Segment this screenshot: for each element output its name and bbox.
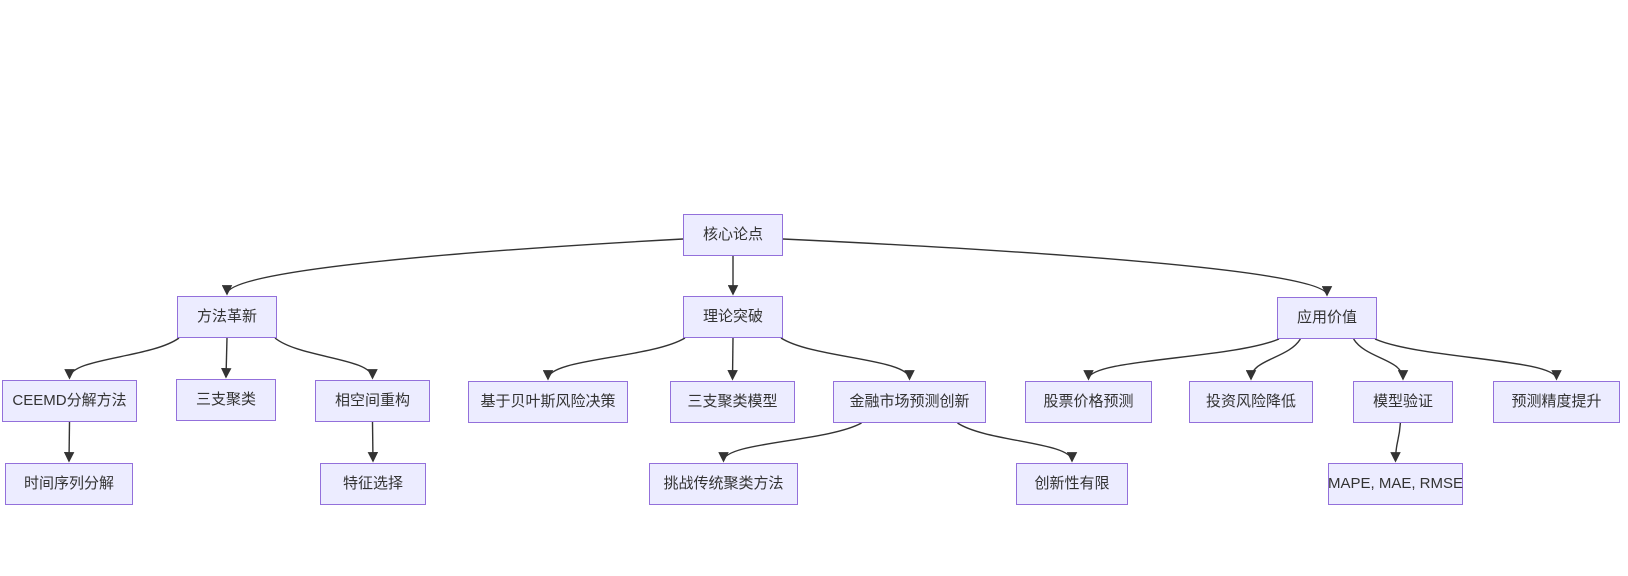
node-method-innovation: 方法革新 <box>177 296 277 338</box>
node-stock-price-prediction: 股票价格预测 <box>1025 381 1152 423</box>
edge-finance-limited <box>957 422 1078 463</box>
node-core-thesis: 核心论点 <box>683 214 783 256</box>
edge-validation-metrics <box>1390 422 1402 463</box>
node-limited-novelty: 创新性有限 <box>1016 463 1128 505</box>
node-ceemd-decomposition: CEEMD分解方法 <box>2 380 137 422</box>
edge-method-ceemd <box>64 337 180 380</box>
node-application-value: 应用价值 <box>1277 297 1377 339</box>
edge-application-accuracy <box>1374 338 1562 381</box>
edge-application-stock <box>1083 338 1280 381</box>
node-forecast-accuracy-improvement: 预测精度提升 <box>1493 381 1620 423</box>
node-model-validation: 模型验证 <box>1353 381 1453 423</box>
edge-ceemd-time_series <box>63 421 75 463</box>
node-financial-market-forecast-innovation: 金融市场预测创新 <box>833 381 986 423</box>
node-challenge-traditional-clustering: 挑战传统聚类方法 <box>649 463 798 505</box>
node-investment-risk-reduction: 投资风险降低 <box>1189 381 1313 423</box>
node-phase-space-reconstruction: 相空间重构 <box>315 380 430 422</box>
edge-application-risk <box>1245 338 1301 381</box>
edge-theory-bayes <box>542 337 686 381</box>
edge-application-validation <box>1353 338 1409 381</box>
edge-root-method <box>221 238 684 296</box>
node-three-way-clustering-model: 三支聚类模型 <box>670 381 795 423</box>
edge-finance-challenge <box>718 422 862 463</box>
edge-theory-finance <box>780 337 915 381</box>
node-time-series-decomposition: 时间序列分解 <box>5 463 133 505</box>
edge-theory-three_way_model <box>727 337 738 381</box>
node-evaluation-metrics: MAPE, MAE, RMSE <box>1328 463 1463 505</box>
node-theory-breakthrough: 理论突破 <box>683 296 783 338</box>
edge-method-three_way <box>220 337 232 379</box>
node-three-way-clustering: 三支聚类 <box>176 379 276 421</box>
edge-method-phase_space <box>274 337 378 380</box>
edge-root-application <box>782 238 1333 297</box>
node-feature-selection: 特征选择 <box>320 463 426 505</box>
node-bayesian-risk-decision: 基于贝叶斯风险决策 <box>468 381 628 423</box>
edge-phase_space-feature <box>367 421 379 463</box>
